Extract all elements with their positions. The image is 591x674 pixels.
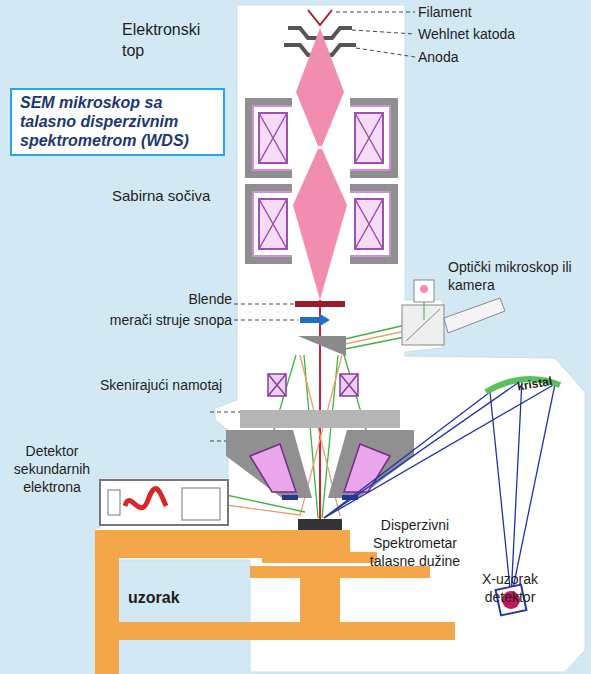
electron-beam xyxy=(293,28,347,519)
part-label: Anoda xyxy=(418,48,518,66)
part-label: uzorak xyxy=(128,588,228,609)
beam-current-meter xyxy=(300,314,330,326)
part-label: Disperzivni Spektrometar talasne dužine xyxy=(355,516,475,571)
part-label: Blende xyxy=(150,290,232,308)
sample xyxy=(298,519,342,530)
secondary-electron-detector xyxy=(100,480,228,525)
part-label: Elektronski top xyxy=(122,20,222,62)
sample-stage xyxy=(95,530,455,674)
part-label: Detektor sekundarnih elektrona xyxy=(2,442,102,497)
x-ray-paths xyxy=(324,380,555,598)
objective-lens xyxy=(226,410,414,500)
part-label: Filament xyxy=(418,3,538,21)
part-label: Sabirna sočiva xyxy=(112,186,242,206)
part-label: Skenirajući namotaj xyxy=(100,376,250,394)
diagram-title: SEM mikroskop sa talasno disperzivnim sp… xyxy=(10,88,225,156)
optical-mirror xyxy=(298,336,346,356)
part-label: merači struje snopa xyxy=(80,311,232,329)
leader-lines xyxy=(210,12,415,441)
part-label: X-uzorak detektor xyxy=(470,570,550,606)
aperture xyxy=(295,301,345,307)
scanning-coil xyxy=(268,374,358,396)
part-label: Optički mikroskop ili kamera xyxy=(448,258,576,294)
part-label: Wehlnet katoda xyxy=(418,25,558,43)
